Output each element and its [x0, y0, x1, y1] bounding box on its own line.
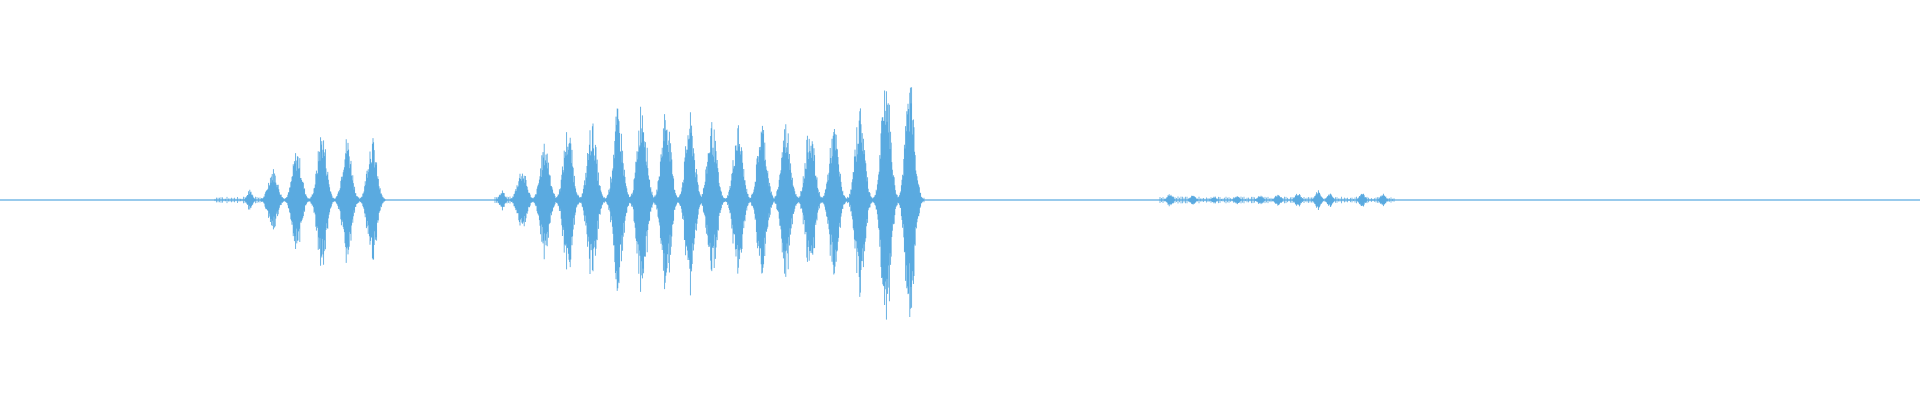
waveform-bursts	[214, 87, 1395, 320]
waveform-burst-core	[367, 194, 377, 206]
waveform-noise	[1159, 196, 1395, 204]
waveform-burst-core	[587, 193, 597, 207]
waveform-burst-core	[881, 192, 891, 208]
waveform-burst-core	[905, 192, 915, 208]
waveform-burst-core	[1167, 197, 1173, 203]
waveform-burst-core	[563, 193, 573, 207]
waveform-burst-core	[707, 193, 717, 207]
waveform-burst-core	[855, 192, 865, 208]
waveform-burst-core	[317, 194, 327, 206]
waveform-noise	[494, 196, 925, 204]
waveform-noise	[214, 196, 385, 204]
waveform-burst-core	[540, 195, 550, 205]
waveform-burst-core	[1275, 197, 1281, 203]
